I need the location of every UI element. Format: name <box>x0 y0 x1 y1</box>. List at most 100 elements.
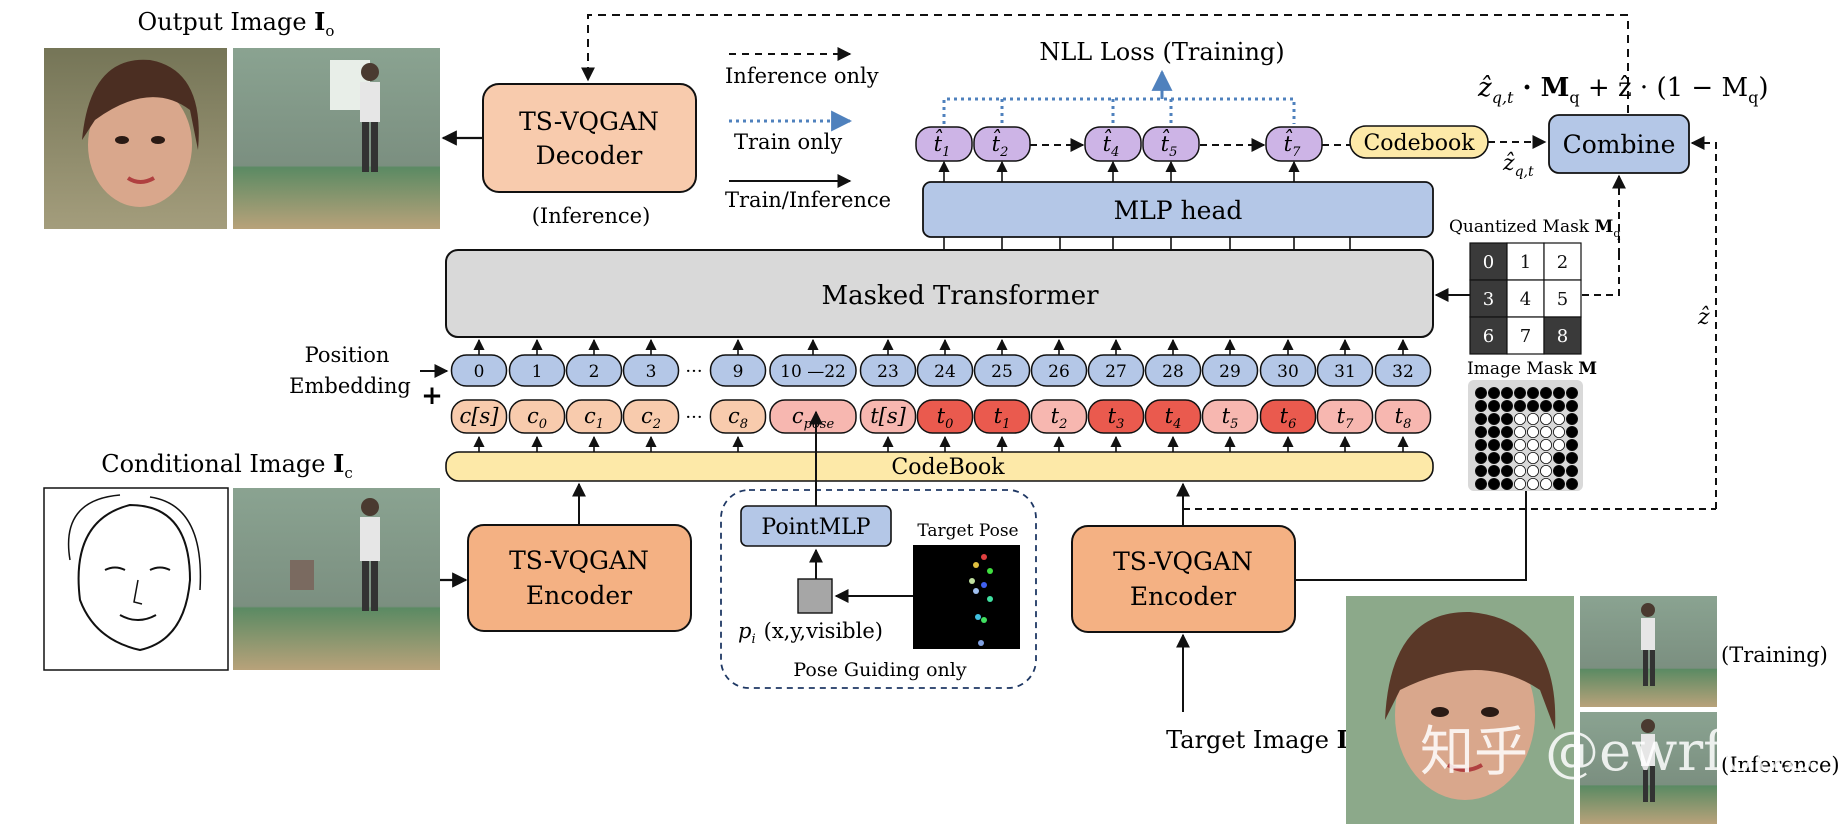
target-pose-image <box>913 545 1020 649</box>
image-mask-dot <box>1553 477 1566 490</box>
sketch-image <box>43 487 229 671</box>
watermark: 知乎 @ewrfcas <box>1420 720 1813 783</box>
quantized-mask-cell: 8 <box>1557 326 1568 347</box>
svg-text:t0: t0 <box>937 404 954 432</box>
target-gym-image-training <box>1580 596 1717 707</box>
code-token: t[s] <box>859 399 917 434</box>
image-mask-dot <box>1488 412 1501 425</box>
svg-text:Encoder: Encoder <box>1130 582 1236 611</box>
image-mask-dot <box>1553 399 1566 412</box>
position-token: 2 <box>565 354 623 387</box>
image-mask-dot <box>1514 425 1527 438</box>
svg-text:CodeBook: CodeBook <box>891 455 1005 480</box>
position-embedding-label: Position <box>305 343 390 367</box>
svg-text:t1: t1 <box>994 404 1011 432</box>
position-token: 9 <box>709 354 767 387</box>
code-token: t7 <box>1316 399 1374 434</box>
image-mask-dot <box>1488 399 1501 412</box>
svg-text:24: 24 <box>934 362 956 382</box>
svg-text:Masked Transformer: Masked Transformer <box>821 281 1099 311</box>
svg-text:29: 29 <box>1219 362 1241 382</box>
position-token: 3 <box>622 354 680 387</box>
position-token: 28 <box>1144 354 1202 387</box>
pose-point-box <box>797 578 833 614</box>
svg-text:2: 2 <box>589 362 600 382</box>
image-mask-dot <box>1501 425 1514 438</box>
svg-text:t3: t3 <box>1108 404 1125 432</box>
svg-text:1: 1 <box>532 362 543 382</box>
svg-text:9: 9 <box>733 362 744 382</box>
image-mask-dot <box>1501 412 1514 425</box>
position-token: 10 —22 <box>769 354 857 387</box>
svg-text:26: 26 <box>1048 362 1070 382</box>
image-mask-dot <box>1475 399 1488 412</box>
output-gym-image <box>233 48 440 229</box>
image-mask-dot <box>1514 399 1527 412</box>
image-mask-dot <box>1527 386 1540 399</box>
predicted-token: t̂7 <box>1265 126 1323 162</box>
position-token: 27 <box>1087 354 1145 387</box>
svg-text:c1: c1 <box>584 404 604 432</box>
image-mask-dot <box>1514 412 1527 425</box>
position-token: 26 <box>1030 354 1088 387</box>
predicted-token: t̂1 <box>915 126 973 162</box>
image-mask-dot <box>1514 451 1527 464</box>
image-mask-dot <box>1566 412 1579 425</box>
svg-text:PointMLP: PointMLP <box>761 515 870 540</box>
legend: Inference only Train only Train/Inferenc… <box>725 47 891 212</box>
pos-ellipsis: ··· <box>685 361 702 382</box>
svg-text:MLP head: MLP head <box>1114 196 1243 225</box>
masked-transformer <box>445 249 1434 338</box>
decoder-note: (Inference) <box>532 204 651 228</box>
image-mask-dot <box>1566 425 1579 438</box>
image-mask-dot <box>1527 425 1540 438</box>
image-mask-dot <box>1475 438 1488 451</box>
predicted-token: t̂4 <box>1084 126 1142 162</box>
svg-text:30: 30 <box>1277 362 1299 382</box>
predicted-token: t̂2 <box>973 126 1031 162</box>
target-encoder-box <box>1071 525 1296 633</box>
code-ellipsis: ··· <box>685 407 702 428</box>
nll-loss-label: NLL Loss (Training) <box>1039 38 1284 66</box>
pose-point-label: pi(x,y,visible) <box>738 619 883 647</box>
svg-text:t4: t4 <box>1165 404 1182 432</box>
image-mask-dot <box>1566 451 1579 464</box>
position-token: 23 <box>859 354 917 387</box>
image-mask-dot <box>1553 464 1566 477</box>
quantized-mask-cell: 7 <box>1520 326 1531 347</box>
svg-text:0: 0 <box>474 362 485 382</box>
image-mask-dot <box>1527 399 1540 412</box>
code-token: c0 <box>508 399 566 434</box>
svg-text:c[s]: c[s] <box>460 404 500 428</box>
svg-text:t[s]: t[s] <box>870 404 906 428</box>
output-image-title: Output Image Io <box>138 7 335 40</box>
image-mask-dot <box>1540 399 1553 412</box>
svg-text:27: 27 <box>1105 362 1127 382</box>
svg-text:t6: t6 <box>1280 404 1297 432</box>
zq-label: ẑq,t <box>1502 151 1534 180</box>
code-token: t1 <box>973 399 1031 434</box>
image-mask-dot <box>1514 477 1527 490</box>
image-mask-dot <box>1540 425 1553 438</box>
zhat-label: ẑ <box>1697 305 1710 330</box>
inference-label: (Inference) <box>1721 753 1840 777</box>
svg-text:28: 28 <box>1162 362 1184 382</box>
code-token: t3 <box>1087 399 1145 434</box>
svg-text:t8: t8 <box>1395 404 1412 432</box>
svg-text:c8: c8 <box>728 404 748 432</box>
svg-text:t̂7: t̂7 <box>1284 129 1301 160</box>
code-token: t6 <box>1259 399 1317 434</box>
svg-text:Inference only: Inference only <box>725 64 879 88</box>
image-mask-dot <box>1501 451 1514 464</box>
image-mask-dot <box>1501 386 1514 399</box>
image-mask-dot <box>1475 451 1488 464</box>
quantized-mask-cell: 3 <box>1483 289 1494 310</box>
pose-guiding-region <box>720 489 1037 689</box>
conditional-gym-image <box>233 488 440 670</box>
code-token: t2 <box>1030 399 1088 434</box>
token-arrows <box>473 160 1409 452</box>
conditional-image-title: Conditional Image Ic <box>101 449 353 482</box>
quantized-mask-title: Quantized Mask Mq <box>1449 217 1620 240</box>
